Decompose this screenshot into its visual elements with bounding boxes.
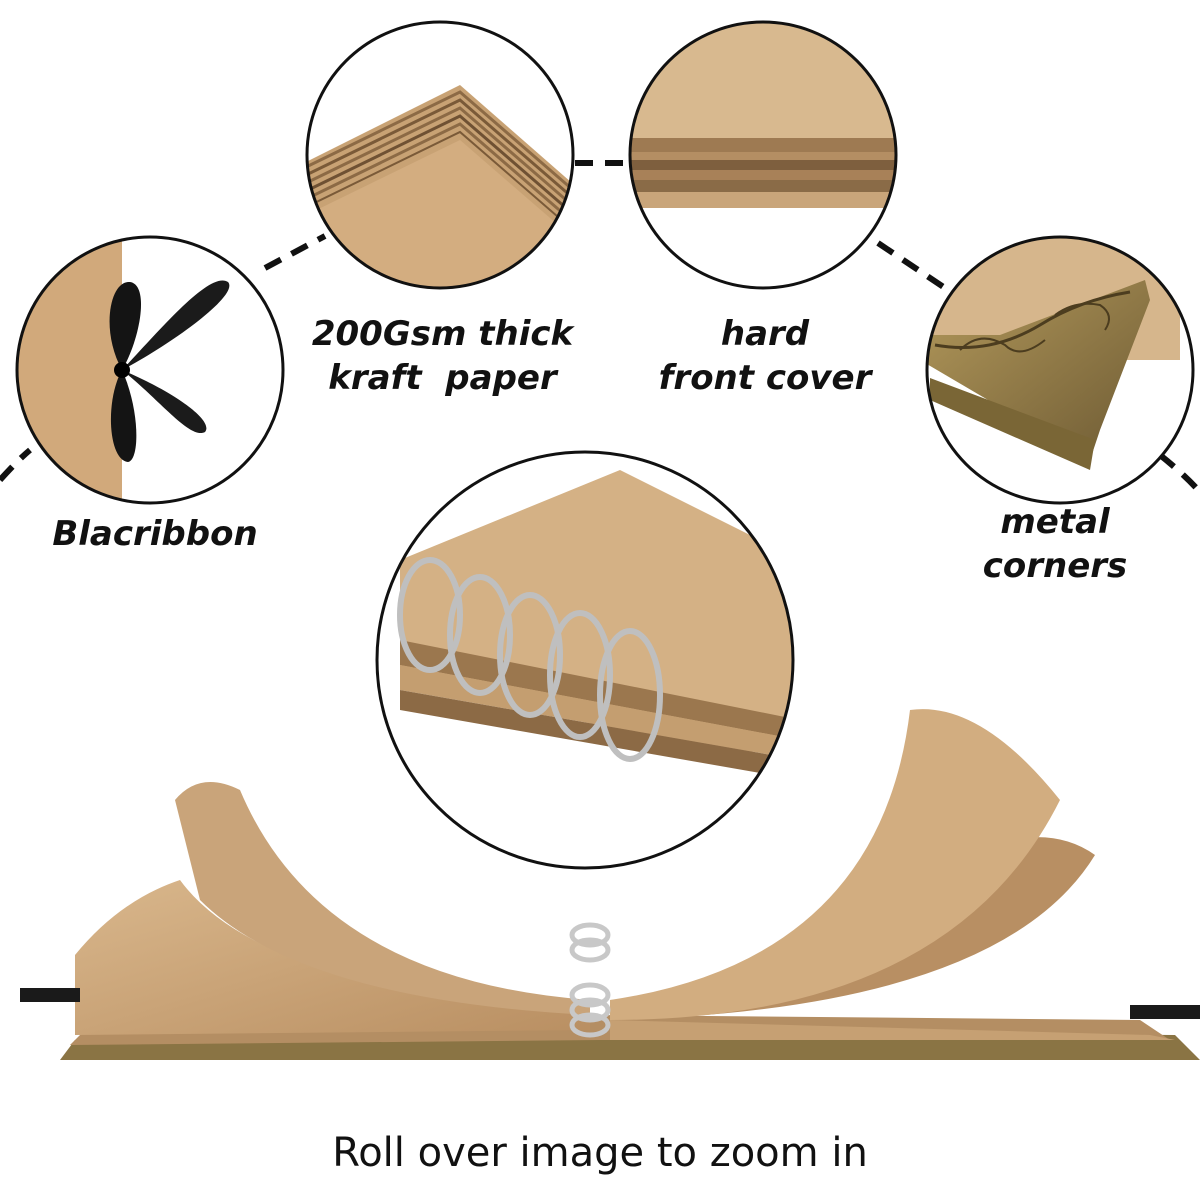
spiral-binding-detail-circle — [375, 450, 795, 870]
kraft-paper-label-line2: kraft paper — [328, 358, 557, 398]
dashed-connector — [0, 160, 1200, 494]
metal-corners-label-line1: metal — [1000, 502, 1110, 542]
kraft-paper-label-line1: 200Gsm thick — [311, 314, 574, 354]
kraft-paper-detail-circle — [305, 20, 575, 290]
front-cover-label-line2: front cover — [658, 358, 872, 398]
open-scrapbook — [20, 709, 1200, 1060]
metal-corners-label-line2: corners — [982, 546, 1128, 586]
ribbon-detail-circle — [15, 235, 285, 505]
ribbon-label: Blacribbon — [40, 512, 270, 556]
ribbon-label-text: Blacribbon — [52, 514, 258, 554]
front-cover-label: hard front cover — [650, 312, 880, 400]
front-cover-label-line1: hard — [720, 314, 810, 354]
zoom-hint: Roll over image to zoom in — [332, 1130, 868, 1176]
metal-corners-label: metal corners — [960, 500, 1150, 588]
metal-corner-detail-circle — [925, 235, 1195, 505]
front-cover-detail-circle — [628, 20, 898, 290]
kraft-paper-label: 200Gsm thick kraft paper — [300, 312, 585, 400]
